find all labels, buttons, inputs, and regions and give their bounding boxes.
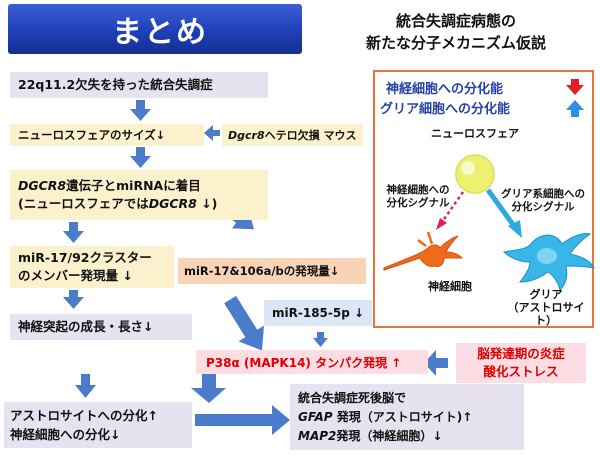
dgcr8-gene-2: DGCR8 <box>148 196 197 211</box>
stress-box: 脳発達期の炎症 酸化ストレス <box>456 343 586 383</box>
dgcr8-line2-pre: (ニューロスフェアでは <box>18 196 149 211</box>
glia-signal-line2: 分化シグナル <box>511 201 575 213</box>
map2-gene: MAP2 <box>298 428 337 443</box>
mir17-92-line1: miR-17/92クラスター <box>18 250 152 265</box>
glia-signal-line1: グリア系細胞への <box>501 188 585 200</box>
arrow-right-astro <box>195 405 290 435</box>
map2-rest: 発現（神経細胞）↓ <box>336 428 443 443</box>
arrow-down-4 <box>63 290 84 309</box>
gfap-gene: GFAP <box>298 409 333 424</box>
hypothesis-title: 統合失調症病態の 新たな分子メカニズム仮説 <box>318 10 594 54</box>
hypothesis-title-line2: 新たな分子メカニズム仮説 <box>365 34 546 52</box>
dgcr8-line2-post: ↓) <box>196 196 218 211</box>
neurosphere-size-box: ニューロスフェアのサイズ↓ <box>10 124 204 146</box>
down-arrow-icon <box>566 79 584 95</box>
arrow-down-6 <box>75 374 96 398</box>
hypothesis-title-line1: 統合失調症病態の <box>395 12 516 30</box>
arrow-down-2 <box>130 147 151 168</box>
dgcr8-line2: (ニューロスフェアではDGCR8 ↓) <box>18 195 217 213</box>
gfap-line: GFAP 発現（アストロサイト)↑ <box>298 408 472 427</box>
p38-box: P38α (MAPK14) タンパク発現 ↑ <box>196 350 428 374</box>
neuron-ability-label: 神経細胞への分化能 <box>386 82 504 97</box>
deletion-box: 22q11.2欠失を持った統合失調症 <box>10 72 268 98</box>
mir185-box: miR-185-5p ↓ <box>264 300 372 326</box>
arrow-down-mir185 <box>313 332 328 347</box>
neurosphere-icon <box>455 154 495 194</box>
arrow-left-mouse <box>204 125 220 141</box>
mir17-92-line2: のメンバー発現量 ↓ <box>18 268 133 283</box>
gfap-rest: 発現（アストロサイト)↑ <box>332 409 473 424</box>
glia-signal-arrow <box>485 188 522 238</box>
up-arrow-icon <box>566 100 584 117</box>
mouse-gene: Dgcr8 <box>228 128 265 142</box>
neurosphere-label: ニューロスフェア <box>431 127 519 140</box>
neuron-signal-line2: 分化シグナル <box>386 197 450 209</box>
neuron-label: 神経細胞 <box>428 280 472 293</box>
dgcr8-gene-1: DGCR8 <box>18 178 67 193</box>
neuron-signal-label: 神経細胞への 分化シグナル <box>378 184 458 210</box>
neuron-signal-line1: 神経細胞への <box>386 184 450 196</box>
glia-ability-label: グリア細胞への分化能 <box>380 102 511 117</box>
stress-line1: 脳発達期の炎症 <box>477 346 565 361</box>
stress-line2: 酸化ストレス <box>483 364 559 379</box>
arrow-diag-2 <box>224 295 265 351</box>
glia-icon <box>502 233 595 291</box>
title-bar: まとめ <box>8 4 302 54</box>
dgcr8-box: DGCR8遺伝子とmiRNAに着目 (ニューロスフェアではDGCR8 ↓) <box>10 170 268 220</box>
glia-label-line1: グリア <box>529 288 563 301</box>
glia-label-line2: （アストロサイト） <box>507 301 585 327</box>
dgcr8-line1-rest: 遺伝子とmiRNAに着目 <box>66 178 201 193</box>
postmortem-line1: 統合失調症死後脳で <box>298 390 407 405</box>
mir17-92-box: miR-17/92クラスター のメンバー発現量 ↓ <box>10 246 174 288</box>
arrow-left-stress <box>424 350 448 376</box>
astro-line1: アストロサイトへの分化↑ <box>10 408 158 423</box>
map2-line: MAP2発現（神経細胞）↓ <box>298 427 442 446</box>
dgcr8-line1: DGCR8遺伝子とmiRNAに着目 <box>18 177 201 195</box>
glia-label: グリア （アストロサイト） <box>500 288 592 327</box>
neuron-icon <box>383 231 464 271</box>
astro-line2: 神経細胞への分化↓ <box>10 427 121 442</box>
postmortem-box: 統合失調症死後脳で GFAP 発現（アストロサイト)↑ MAP2発現（神経細胞）… <box>290 384 524 450</box>
neurite-box: 神経突起の成長・長さ↓ <box>10 314 192 340</box>
glia-signal-label: グリア系細胞への 分化シグナル <box>494 188 592 214</box>
arrow-down-1 <box>130 100 151 121</box>
arrow-down-3 <box>63 222 84 243</box>
astro-box: アストロサイトへの分化↑ 神経細胞への分化↓ <box>4 402 192 448</box>
neuron-signal-arrow <box>436 191 465 230</box>
hypothesis-panel <box>373 70 594 328</box>
mir17-106-box: miR-17&106a/bの発現量↓ <box>178 258 366 284</box>
mouse-rest: ヘテロ欠損 マウス <box>264 129 357 142</box>
